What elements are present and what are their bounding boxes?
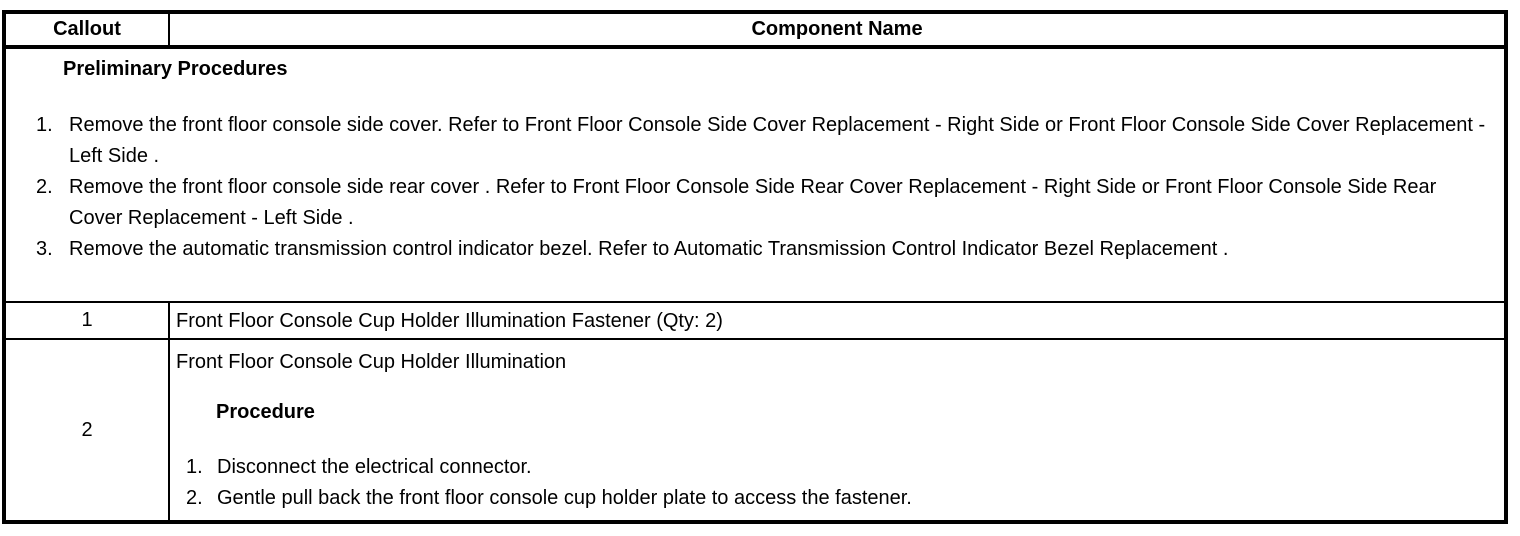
step-number: 1. — [186, 456, 203, 478]
table-row: 2 Front Floor Console Cup Holder Illumin… — [6, 338, 1504, 520]
list-item: 2. Gentle pull back the front floor cons… — [176, 483, 1496, 514]
step-text: Remove the automatic transmission contro… — [69, 238, 1229, 260]
component-cell: Front Floor Console Cup Holder Illuminat… — [176, 309, 723, 332]
step-text: Disconnect the electrical connector. — [217, 456, 532, 478]
step-text: Gentle pull back the front floor console… — [217, 487, 912, 509]
list-item: 1. Remove the front floor console side c… — [12, 110, 1494, 172]
component-cell: Front Floor Console Cup Holder Illuminat… — [170, 340, 1504, 520]
step-text: Remove the front floor console side cove… — [69, 114, 1486, 167]
preliminary-steps-list: 1. Remove the front floor console side c… — [12, 110, 1494, 265]
step-number: 3. — [36, 238, 53, 260]
preliminary-procedures-section: Preliminary Procedures 1. Remove the fro… — [6, 49, 1504, 301]
step-number: 2. — [186, 487, 203, 509]
callout-cell: 1 — [6, 303, 170, 338]
list-item: 1. Disconnect the electrical connector. — [176, 452, 1496, 483]
list-item: 2. Remove the front floor console side r… — [12, 172, 1494, 234]
preliminary-procedures-title: Preliminary Procedures — [63, 58, 288, 80]
table-header-row: Callout Component Name — [6, 14, 1504, 49]
step-number: 1. — [36, 114, 53, 136]
component-name-text: Front Floor Console Cup Holder Illuminat… — [176, 351, 567, 373]
component-name-column-header: Component Name — [751, 18, 923, 40]
list-item: 3. Remove the automatic transmission con… — [12, 234, 1494, 265]
callout-column-header: Callout — [6, 14, 170, 45]
procedure-steps-list: 1. Disconnect the electrical connector. … — [176, 452, 1496, 514]
step-text: Remove the front floor console side rear… — [69, 176, 1437, 229]
step-number: 2. — [36, 176, 53, 198]
table-row: 1 Front Floor Console Cup Holder Illumin… — [6, 301, 1504, 338]
procedure-title: Procedure — [216, 401, 315, 423]
component-callout-table: Callout Component Name Preliminary Proce… — [2, 10, 1508, 524]
callout-cell: 2 — [6, 340, 170, 520]
